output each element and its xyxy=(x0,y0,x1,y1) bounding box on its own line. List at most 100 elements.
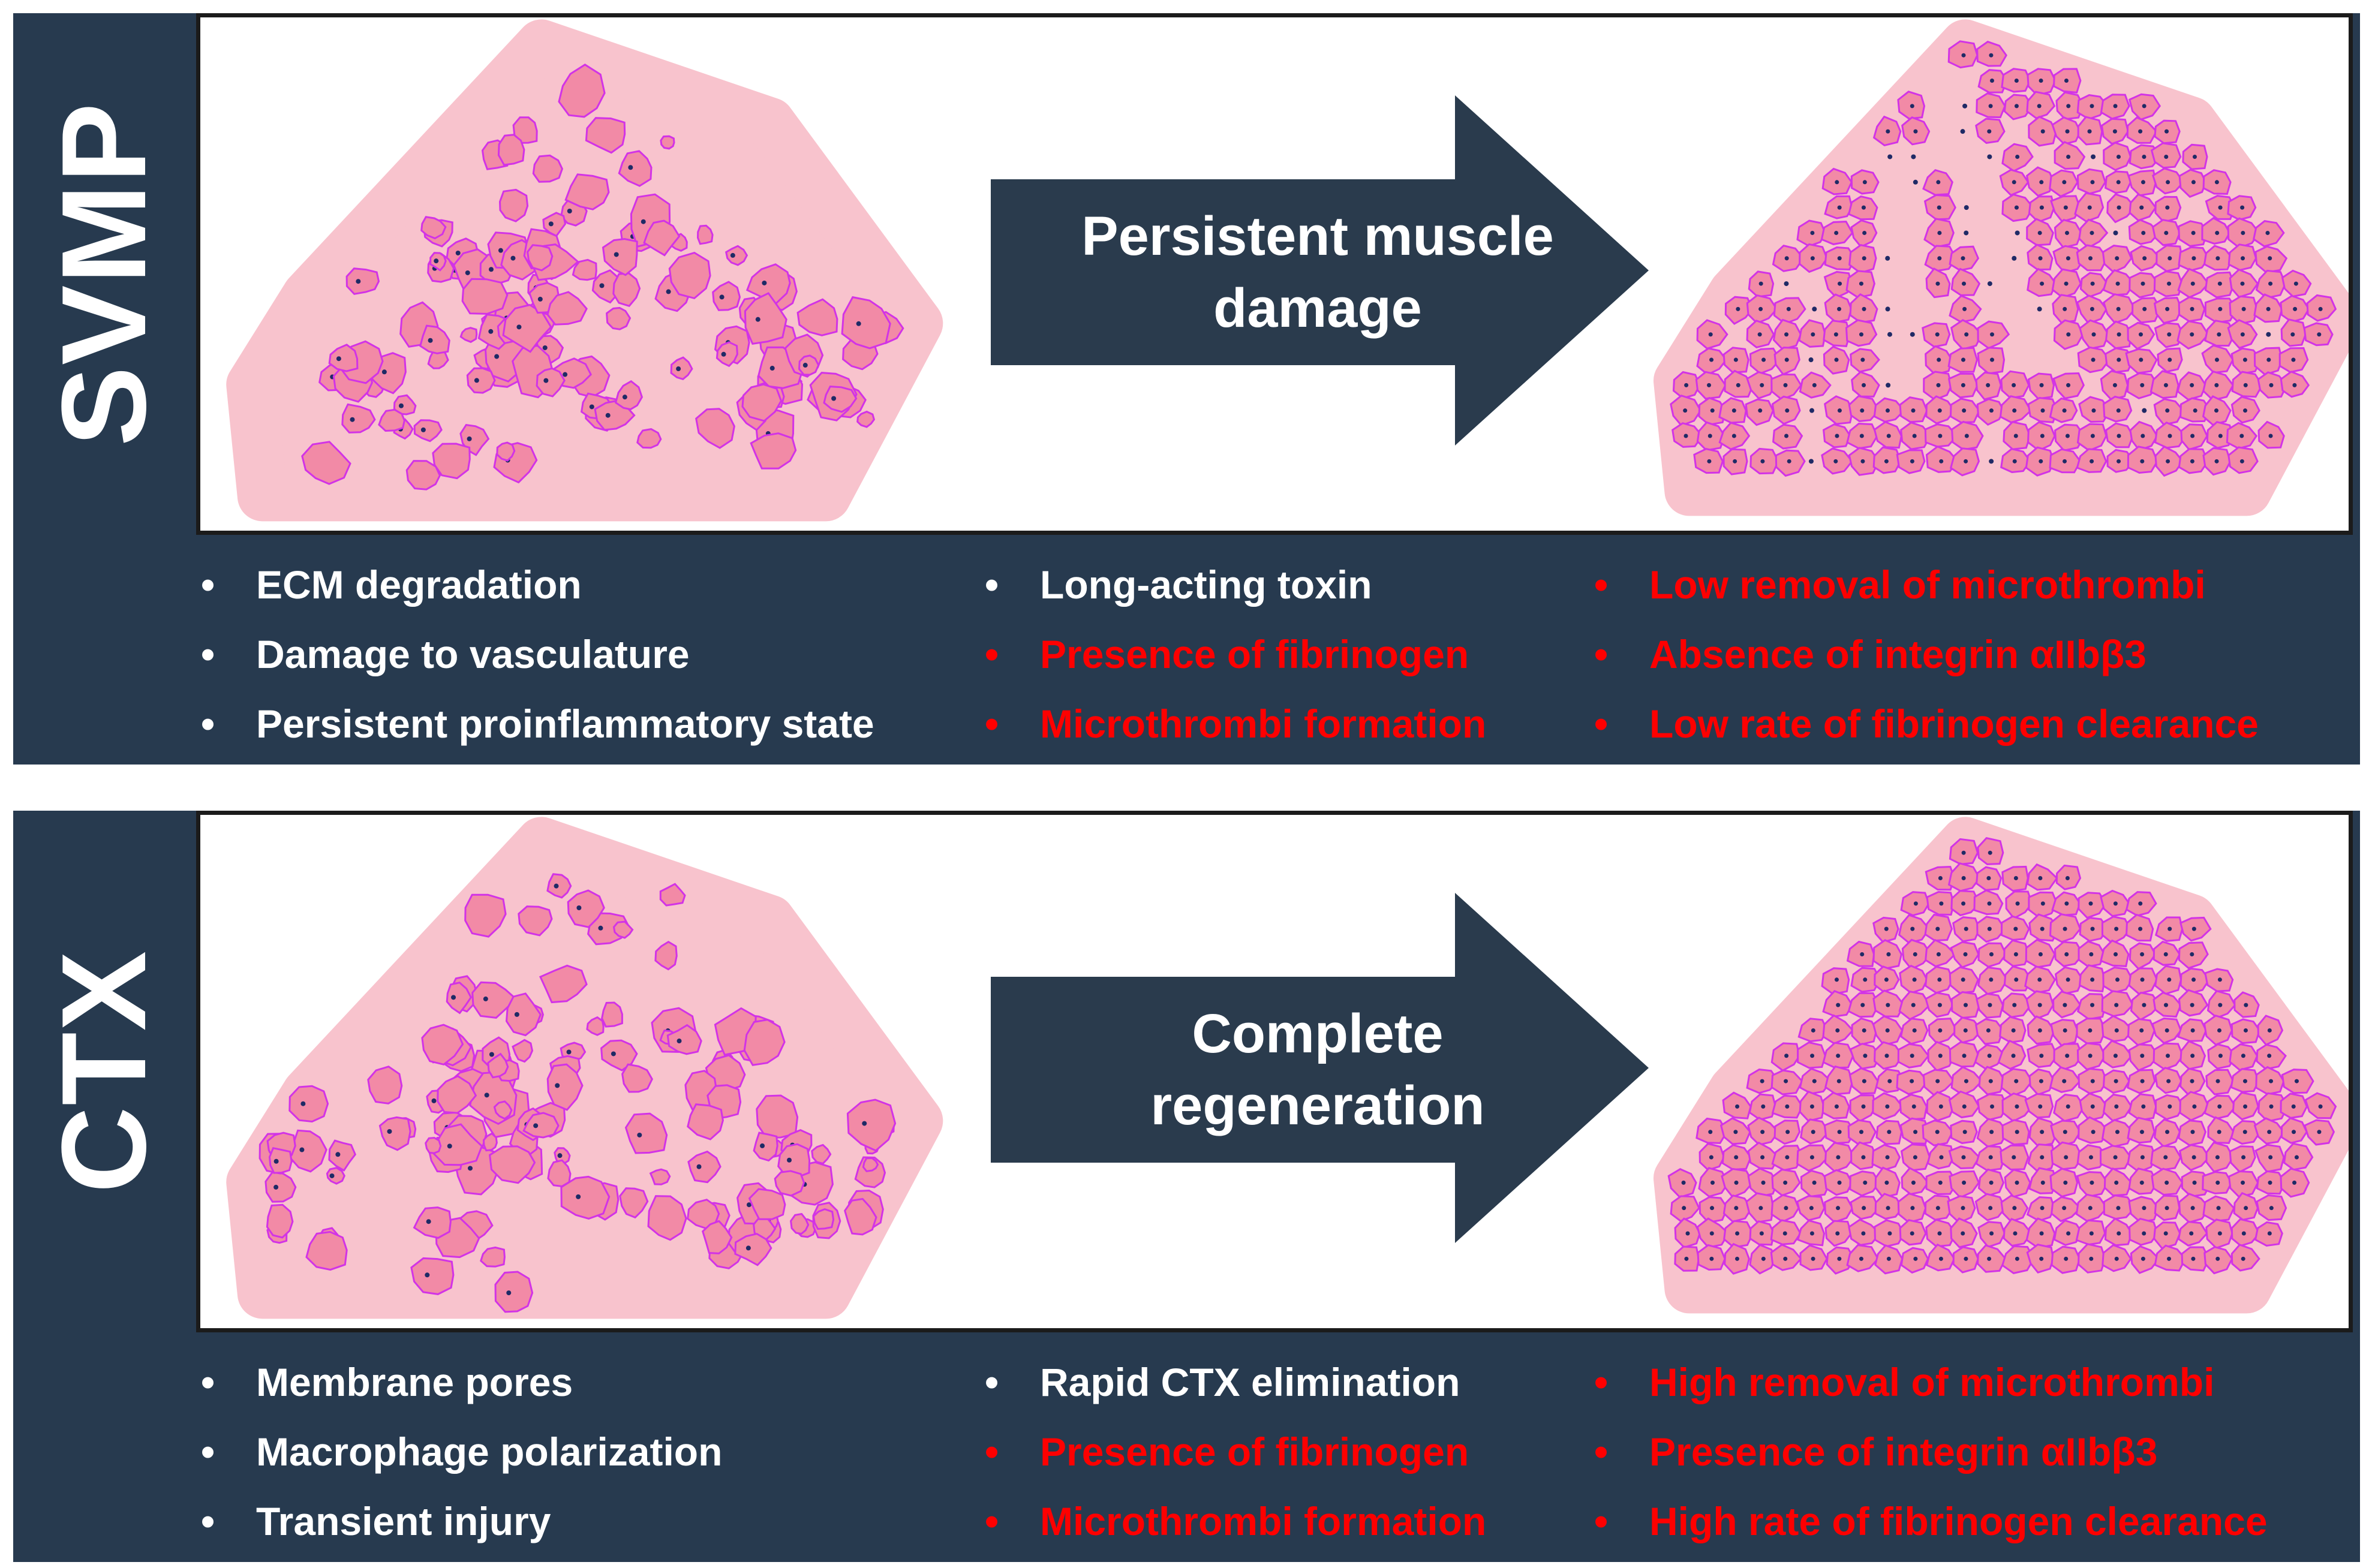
nucleus-dot xyxy=(554,883,559,889)
nucleus-dot xyxy=(856,321,861,326)
nucleus-dot xyxy=(2268,434,2273,438)
muscle-fiber xyxy=(2054,423,2086,452)
nucleus-dot xyxy=(2062,1079,2067,1084)
nucleus-dot xyxy=(2088,1054,2093,1058)
damaged-fiber xyxy=(471,981,518,1019)
nucleus-dot xyxy=(611,1051,616,1057)
nucleus-dot xyxy=(2139,357,2143,362)
nucleus-dot xyxy=(2266,306,2271,311)
muscle-fiber xyxy=(2026,863,2058,891)
arrow-caption-line-2: regeneration xyxy=(1150,1075,1485,1136)
bullet-text: ECM degradation xyxy=(256,562,582,607)
nucleus-dot xyxy=(1989,1130,1994,1134)
nucleus-dot xyxy=(2140,977,2145,982)
damaged-fiber xyxy=(572,258,597,281)
nucleus-dot xyxy=(1910,1231,1914,1236)
nucleus-dot xyxy=(2066,256,2070,261)
nucleus-dot xyxy=(2114,1028,2119,1033)
nucleus-dot xyxy=(598,925,603,931)
nucleus-dot xyxy=(1812,1079,1817,1084)
nucleus-dot xyxy=(2091,332,2096,337)
nucleus-dot xyxy=(2040,281,2045,286)
nucleus-dot xyxy=(1810,230,1815,235)
nucleus-dot xyxy=(1862,1206,1866,1211)
nucleus-dot xyxy=(2268,281,2273,286)
nucleus-dot xyxy=(1783,383,1788,387)
nucleus-dot xyxy=(1734,1206,1739,1211)
nucleus-dot xyxy=(1936,952,1941,956)
bullet-text: Membrane pores xyxy=(256,1360,573,1404)
damaged-fiber xyxy=(266,1203,294,1239)
nucleus-dot xyxy=(548,221,554,227)
damaged-fiber xyxy=(659,883,686,907)
nucleus-dot xyxy=(2116,408,2121,413)
nucleus-dot xyxy=(2011,1054,2016,1058)
nucleus-dot xyxy=(1987,926,1992,931)
nucleus-dot xyxy=(1989,79,1994,83)
bullet-text: Long-acting toxin xyxy=(1040,562,1372,607)
nucleus-dot xyxy=(1990,357,1995,362)
nucleus-dot xyxy=(2090,1180,2094,1185)
nucleus-dot xyxy=(1837,408,1842,413)
nucleus-dot xyxy=(2166,459,2170,464)
nucleus-dot xyxy=(1787,459,1791,464)
nucleus-dot xyxy=(398,403,404,408)
bullet-item: •Macrophage polarization xyxy=(201,1417,722,1486)
damaged-fiber xyxy=(647,1195,687,1241)
nucleus-dot xyxy=(2241,256,2245,261)
nucleus-dot xyxy=(387,1128,392,1134)
nucleus-dot xyxy=(2240,205,2245,210)
nucleus-dot xyxy=(1988,1206,1993,1211)
nucleus-dot xyxy=(2139,1130,2144,1134)
damaged-fiber xyxy=(419,324,450,354)
nucleus-dot xyxy=(510,255,516,261)
nucleus-dot xyxy=(2241,306,2246,311)
damaged-fiber xyxy=(643,219,681,257)
nucleus-dot xyxy=(2088,1206,2093,1211)
nucleus-dot xyxy=(1709,1231,1714,1236)
injured-muscle-illustration xyxy=(226,817,943,1319)
nucleus-dot xyxy=(641,219,646,224)
nucleus-dot xyxy=(2039,1079,2043,1084)
nucleus-dot xyxy=(2012,408,2017,413)
nucleus-dot xyxy=(516,324,522,330)
nucleus-dot xyxy=(1834,977,1839,982)
nucleus-dot xyxy=(2140,383,2145,387)
nucleus-dot xyxy=(2062,1206,2067,1211)
nucleus-dot xyxy=(2139,205,2144,210)
nucleus-dot xyxy=(2292,1130,2296,1134)
nucleus-dot xyxy=(2267,1054,2272,1058)
nucleus-dot xyxy=(2267,1130,2272,1134)
nucleus-dot xyxy=(2114,1180,2119,1185)
bullet-item: •High rate of fibrinogen clearance xyxy=(1594,1486,2268,1556)
muscle-fiber xyxy=(2205,1069,2235,1096)
illustration-box: Complete regeneration xyxy=(196,811,2353,1332)
nucleus-dot xyxy=(488,329,494,334)
bullet-list: • Membrane pores •Macrophage polarization… xyxy=(13,1347,2360,1551)
nucleus-dot xyxy=(2090,1003,2095,1007)
damaged-fiber xyxy=(687,1103,724,1140)
nucleus-dot xyxy=(1913,901,1918,906)
nucleus-dot xyxy=(2088,256,2093,261)
bullet-dot-icon: • xyxy=(201,1360,215,1404)
muscle-fiber xyxy=(2201,216,2231,245)
nucleus-dot xyxy=(1989,1180,1994,1185)
nucleus-dot xyxy=(2040,1155,2045,1160)
nucleus-dot xyxy=(2163,952,2168,956)
nucleus-dot xyxy=(2167,1104,2172,1109)
bullet-dot-icon: • xyxy=(201,702,215,746)
nucleus-dot xyxy=(2191,1256,2196,1261)
nucleus-dot xyxy=(1863,1180,1868,1185)
nucleus-dot xyxy=(2190,332,2194,337)
panel-label-strip: SVMP xyxy=(13,13,196,535)
nucleus-dot xyxy=(1887,332,1892,337)
nucleus-dot xyxy=(2066,104,2071,109)
muscle-fiber xyxy=(2153,1221,2181,1250)
damaged-fiber xyxy=(649,1168,671,1185)
muscle-fiber xyxy=(1848,395,1880,423)
damaged-fiber xyxy=(532,154,564,183)
nucleus-dot xyxy=(1735,1104,1740,1109)
nucleus-dot xyxy=(2037,977,2042,982)
nucleus-dot xyxy=(420,427,426,432)
nucleus-dot xyxy=(2089,952,2094,956)
